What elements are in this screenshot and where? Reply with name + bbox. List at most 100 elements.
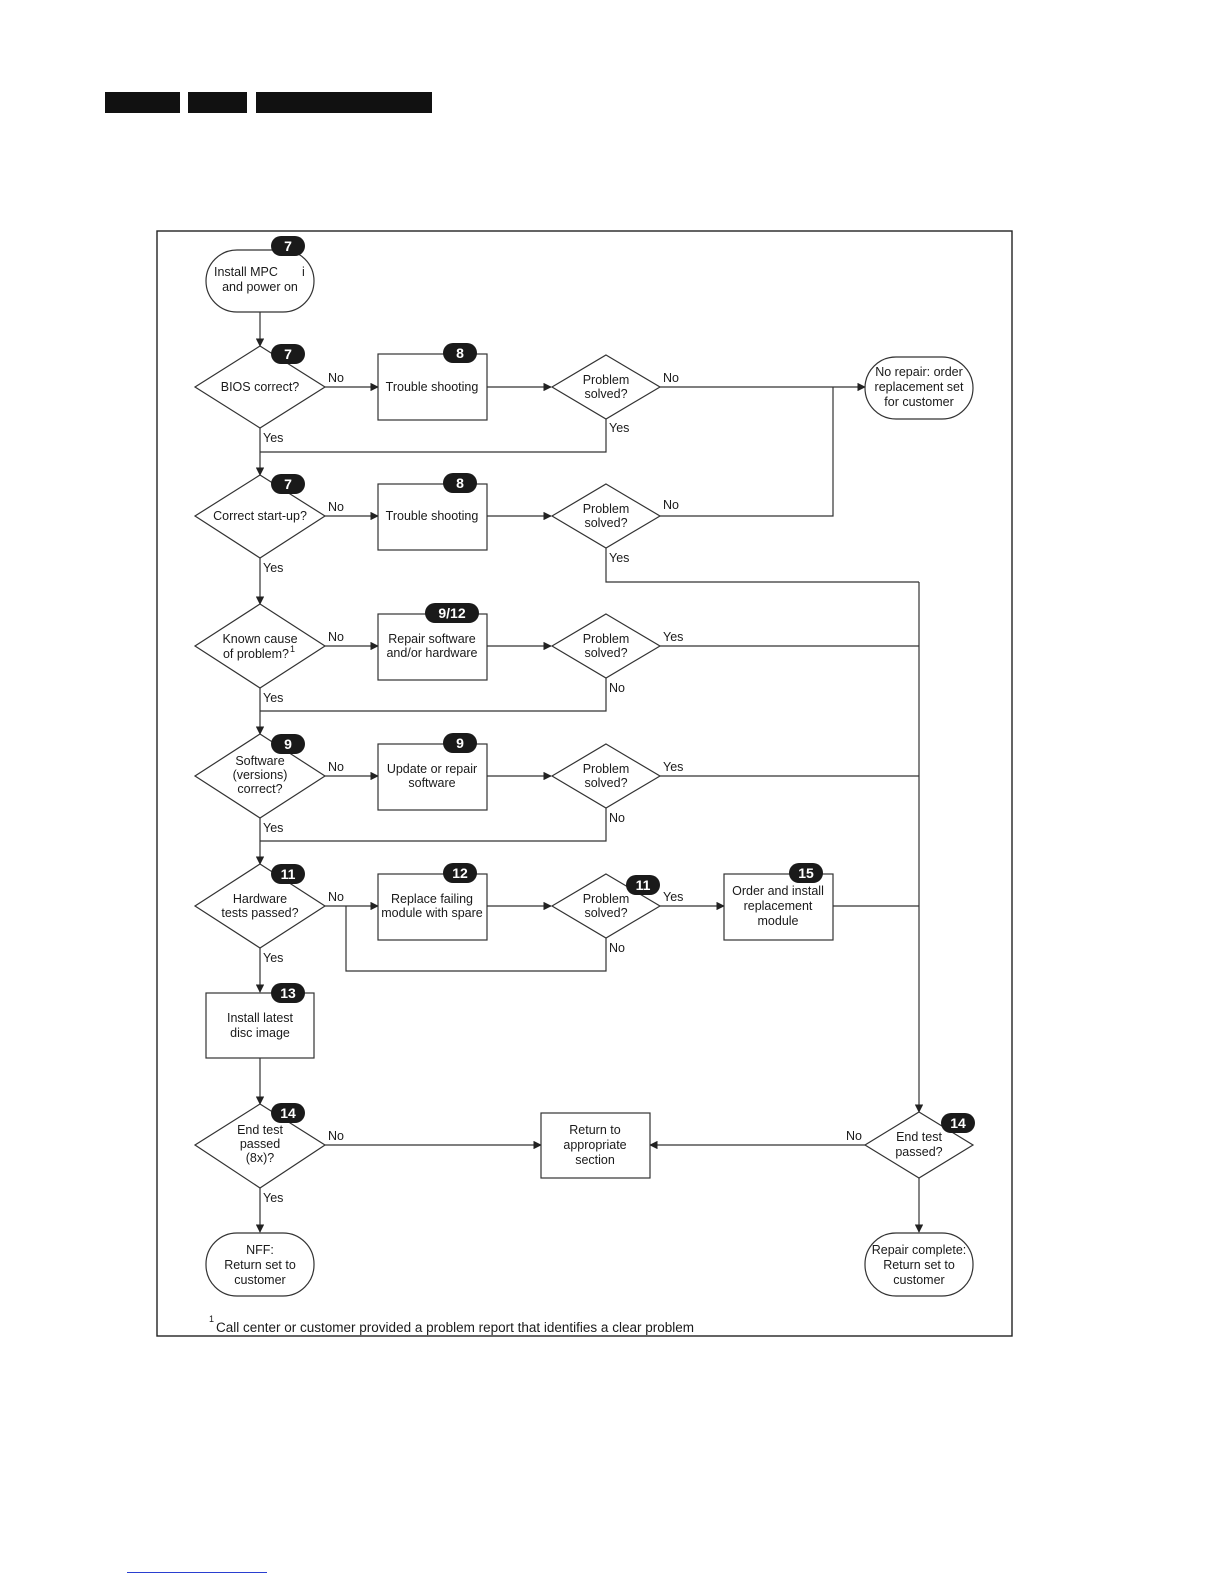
node-label: Return set to <box>224 1258 296 1272</box>
node-label: Return set to <box>883 1258 955 1272</box>
svg-text:13: 13 <box>280 985 296 1001</box>
node-label: customer <box>893 1273 944 1287</box>
step-badge: 15 <box>789 863 823 883</box>
node-label: (8x)? <box>246 1151 275 1165</box>
connectors <box>255 312 924 1233</box>
edge-label-no: No <box>328 630 344 644</box>
process-trouble-shooting-2: Trouble shooting 8 <box>377 473 488 551</box>
terminal-repair-complete: Repair complete: Return set to customer <box>864 1232 974 1297</box>
header-block-1 <box>105 92 180 113</box>
node-label: Hardware <box>233 892 287 906</box>
node-label: solved? <box>584 646 627 660</box>
terminal-no-repair: No repair: order replacement set for cus… <box>864 356 974 420</box>
node-label: Trouble shooting <box>386 509 479 523</box>
edge-label-no: No <box>328 371 344 385</box>
node-label: of problem? <box>223 647 289 661</box>
decision-correct-startup: Correct start-up? 7 <box>193 474 327 559</box>
node-label: tests passed? <box>221 906 298 920</box>
edge-label-yes: Yes <box>263 561 283 575</box>
node-label: passed <box>240 1137 280 1151</box>
decision-hardware-tests: Hardware tests passed? 11 <box>193 863 327 949</box>
node-label: customer <box>234 1273 285 1287</box>
process-install-disc-image: Install latest disc image 13 <box>205 983 315 1059</box>
decision-problem-solved-3: Problem solved? <box>550 613 662 679</box>
svg-text:15: 15 <box>798 865 814 881</box>
decision-end-test-8x: End test passed (8x)? 14 <box>193 1103 327 1189</box>
header-block-2 <box>188 92 247 113</box>
edge-label-no: No <box>663 371 679 385</box>
decision-software-correct: Software (versions) correct? 9 <box>193 733 327 819</box>
decision-known-cause: Known cause of problem? 1 <box>193 603 327 689</box>
footnote-mark: 1 <box>209 1314 214 1324</box>
node-label: Install latest <box>227 1011 294 1025</box>
svg-text:11: 11 <box>281 866 296 882</box>
node-label: for customer <box>884 395 953 409</box>
node-label: appropriate <box>563 1138 626 1152</box>
edge-label-no: No <box>328 500 344 514</box>
svg-text:9: 9 <box>284 736 292 752</box>
step-badge: 9/12 <box>425 603 479 623</box>
terminal-nff: NFF: Return set to customer <box>205 1232 315 1297</box>
svg-text:9/12: 9/12 <box>438 605 465 621</box>
diagram-frame <box>156 230 1013 1337</box>
node-label: End test <box>237 1123 283 1137</box>
process-order-install-module: Order and install replacement module 15 <box>723 863 834 941</box>
edge-labels: No No Yes Yes No No Yes Yes No Yes Yes N… <box>263 371 862 1205</box>
node-label: module <box>758 914 799 928</box>
step-badge: 8 <box>443 473 477 493</box>
node-label: Return to <box>569 1123 620 1137</box>
node-label: solved? <box>584 776 627 790</box>
node-label: NFF: <box>246 1243 274 1257</box>
svg-text:7: 7 <box>284 238 292 254</box>
svg-text:14: 14 <box>280 1105 296 1121</box>
edge-label-yes: Yes <box>609 551 629 565</box>
decision-bios-correct: BIOS correct? 7 <box>193 344 327 429</box>
svg-text:8: 8 <box>456 345 464 361</box>
edge-label-no: No <box>609 941 625 955</box>
svg-text:11: 11 <box>636 877 651 893</box>
node-label: BIOS correct? <box>221 380 300 394</box>
svg-text:14: 14 <box>950 1115 966 1131</box>
process-return-to-section: Return to appropriate section <box>540 1112 651 1179</box>
edge-label-no: No <box>328 1129 344 1143</box>
edge-label-yes: Yes <box>663 890 683 904</box>
svg-text:12: 12 <box>452 865 468 881</box>
step-badge: 13 <box>271 983 305 1003</box>
step-badge: 12 <box>443 863 477 883</box>
node-label: and power on <box>222 280 298 294</box>
edge-label-no: No <box>328 890 344 904</box>
node-label: Order and install <box>732 884 824 898</box>
node-label: No repair: order <box>875 365 963 379</box>
node-label: (versions) <box>233 768 288 782</box>
node-label: Update or repair <box>387 762 477 776</box>
decision-end-test-right: End test passed? 14 <box>863 1111 975 1179</box>
edge-label-no: No <box>663 498 679 512</box>
step-badge: 7 <box>271 344 305 364</box>
edge-label-no: No <box>328 760 344 774</box>
node-label: and/or hardware <box>386 646 477 660</box>
step-badge: 7 <box>271 474 305 494</box>
node-label: Correct start-up? <box>213 509 307 523</box>
node-label: section <box>575 1153 615 1167</box>
node-install-mpc: Install MPC i and power on 7 <box>205 236 315 313</box>
node-label: Problem <box>583 373 630 387</box>
edge-label-no: No <box>609 811 625 825</box>
decision-problem-solved-1: Problem solved? <box>550 354 662 420</box>
node-label: Replace failing <box>391 892 473 906</box>
node-label: Known cause <box>222 632 297 646</box>
svg-text:7: 7 <box>284 476 292 492</box>
step-badge: 9 <box>443 733 477 753</box>
step-badge: 14 <box>941 1113 975 1133</box>
node-label: Software <box>235 754 284 768</box>
svg-text:7: 7 <box>284 346 292 362</box>
edge-label-yes: Yes <box>609 421 629 435</box>
node-label: module with spare <box>381 906 482 920</box>
step-badge: 14 <box>271 1103 305 1123</box>
edge-label-yes: Yes <box>263 821 283 835</box>
decision-problem-solved-4: Problem solved? <box>550 743 662 809</box>
process-update-software: Update or repair software 9 <box>377 733 488 811</box>
step-badge: 7 <box>271 236 305 256</box>
node-label: solved? <box>584 387 627 401</box>
node-label: Trouble shooting <box>386 380 479 394</box>
